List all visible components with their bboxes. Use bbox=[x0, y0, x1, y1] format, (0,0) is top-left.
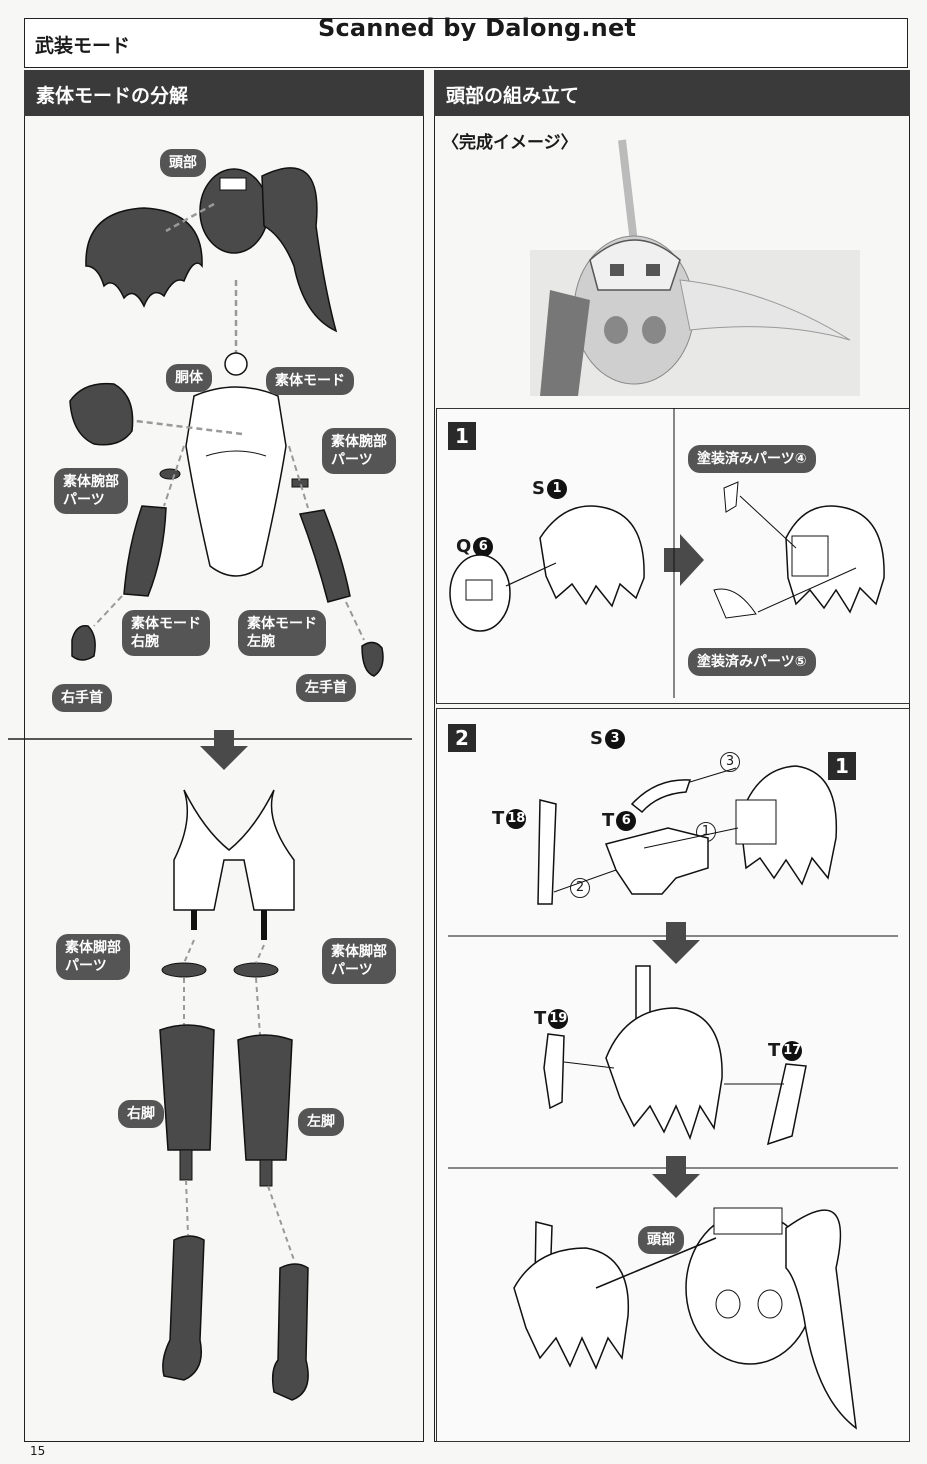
step2-ref-step: 1 bbox=[828, 752, 856, 780]
label-leg-parts-left: 素体脚部 パーツ bbox=[56, 934, 130, 980]
label-head: 頭部 bbox=[160, 149, 206, 177]
label-right-arm: 素体モード 右腕 bbox=[122, 610, 210, 656]
step2-t18-num: 18 bbox=[506, 809, 527, 829]
left-wrist-shape bbox=[361, 641, 384, 677]
step2-t17-num: 17 bbox=[782, 1041, 803, 1061]
step2-t19-num: 19 bbox=[548, 1009, 569, 1029]
right-section-title: 頭部の組み立て bbox=[446, 85, 580, 107]
disassembly-illustration-lower bbox=[159, 789, 309, 1401]
label-torso: 胴体 bbox=[166, 364, 212, 392]
mode-title: 武装モード bbox=[35, 35, 131, 57]
step1-number: 1 bbox=[448, 422, 476, 450]
label-step2-head: 頭部 bbox=[638, 1226, 684, 1254]
completion-heading: 〈完成イメージ〉 bbox=[442, 133, 578, 153]
step1-illustration bbox=[449, 408, 885, 698]
down-arrow-left bbox=[200, 730, 248, 770]
left-section-bar: 素体モードの分解 bbox=[24, 70, 424, 116]
step1-q6-num: 6 bbox=[473, 537, 494, 557]
left-section-title: 素体モードの分解 bbox=[36, 85, 189, 107]
hair-cap-shape bbox=[85, 207, 203, 308]
scan-watermark: Scanned by Dalong.net bbox=[318, 14, 637, 42]
ponytail-shape bbox=[261, 167, 338, 333]
order-marker-2: 2 bbox=[570, 878, 590, 898]
label-painted-part-4: 塗装済みパーツ④ bbox=[688, 445, 816, 473]
page-number: 15 bbox=[30, 1444, 46, 1458]
step2-s3-num: 3 bbox=[604, 729, 625, 749]
label-painted-part-5: 塗装済みパーツ⑤ bbox=[688, 648, 816, 676]
arm-ring-right-shape bbox=[159, 468, 181, 480]
right-section-bar: 頭部の組み立て bbox=[434, 70, 910, 116]
disassembly-illustration-upper bbox=[69, 167, 384, 677]
right-boot-shape bbox=[162, 1235, 205, 1381]
label-right-leg: 右脚 bbox=[118, 1100, 164, 1128]
completion-image bbox=[530, 139, 860, 396]
chest-armor-shape bbox=[69, 382, 134, 446]
label-right-wrist: 右手首 bbox=[52, 684, 112, 712]
step2-number: 2 bbox=[448, 724, 476, 752]
torso-shape bbox=[185, 386, 287, 577]
left-divider bbox=[8, 738, 412, 740]
left-arm-shape bbox=[298, 509, 351, 603]
right-thigh-shape bbox=[159, 1024, 215, 1151]
label-body-mode: 素体モード bbox=[266, 367, 354, 395]
label-left-leg: 左脚 bbox=[298, 1108, 344, 1136]
step1-s1-num: 1 bbox=[546, 479, 567, 499]
label-left-wrist: 左手首 bbox=[296, 674, 356, 702]
step2-illustration bbox=[448, 765, 898, 1430]
label-leg-parts-right: 素体脚部 パーツ bbox=[322, 938, 396, 984]
left-thigh-shape bbox=[237, 1034, 293, 1161]
right-arm-shape bbox=[123, 505, 167, 597]
mode-title-tab: 武装モード bbox=[24, 18, 908, 68]
leg-ring-left-shape bbox=[161, 962, 207, 978]
order-marker-3: 3 bbox=[720, 752, 740, 772]
neck-joint-shape bbox=[224, 352, 248, 376]
left-boot-shape bbox=[271, 1263, 309, 1401]
right-wrist-shape bbox=[71, 625, 96, 661]
label-left-arm: 素体モード 左腕 bbox=[238, 610, 326, 656]
leg-ring-right-shape bbox=[233, 962, 279, 978]
step2-t6-num: 6 bbox=[616, 811, 637, 831]
head-port-shape bbox=[219, 177, 247, 191]
label-arm-parts-left: 素体腕部 パーツ bbox=[322, 428, 396, 474]
hips-shape bbox=[173, 789, 295, 911]
label-arm-parts-right: 素体腕部 パーツ bbox=[54, 468, 128, 514]
